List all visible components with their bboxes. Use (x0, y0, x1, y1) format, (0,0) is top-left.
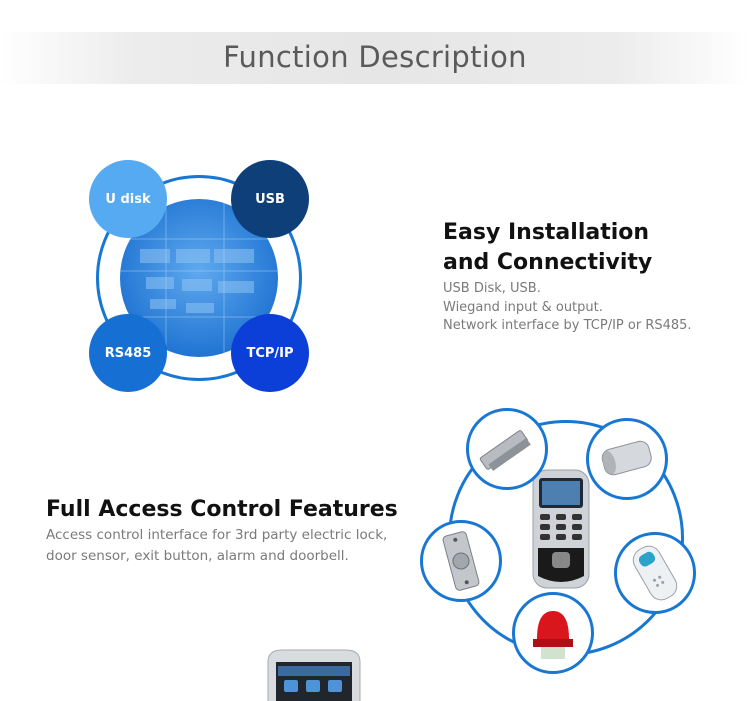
udisk-label: U disk (105, 191, 151, 207)
connectivity-line-2: Wiegand input & output. (443, 300, 603, 315)
magnetic-lock-icon (479, 430, 531, 471)
access-heading: Full Access Control Features (46, 497, 398, 522)
udisk-bubble: U disk (89, 160, 167, 238)
connectivity-heading-line2: and Connectivity (443, 250, 653, 275)
access-line-1: Access control interface for 3rd party e… (46, 527, 388, 543)
alarm-siren-icon (533, 611, 573, 659)
fingerprint-terminal-icon (530, 468, 592, 590)
doorbell-circle (614, 532, 696, 614)
usb-label: USB (255, 191, 285, 207)
device-preview-image (262, 648, 366, 701)
connectivity-line-3: Network interface by TCP/IP or RS485. (443, 318, 692, 333)
connectivity-heading-line1: Easy Installation (443, 220, 650, 245)
page-title: Function Description (223, 40, 527, 74)
exit-button-icon (442, 531, 480, 591)
access-line-2: door sensor, exit button, alarm and door… (46, 548, 349, 564)
doorbell-icon (632, 545, 678, 601)
connectivity-line-1: USB Disk, USB. (443, 281, 541, 296)
exit-button-circle (420, 520, 502, 602)
tcpip-bubble: TCP/IP (231, 314, 309, 392)
tcpip-label: TCP/IP (246, 345, 294, 361)
usb-bubble: USB (231, 160, 309, 238)
rs485-label: RS485 (104, 345, 152, 361)
door-sensor-circle (586, 418, 668, 500)
door-sensor-icon (601, 440, 652, 476)
magnetic-lock-circle (466, 408, 548, 490)
rs485-bubble: RS485 (89, 314, 167, 392)
connectivity-ring (96, 175, 302, 381)
header-banner (0, 32, 750, 84)
alarm-siren-circle (512, 592, 594, 674)
